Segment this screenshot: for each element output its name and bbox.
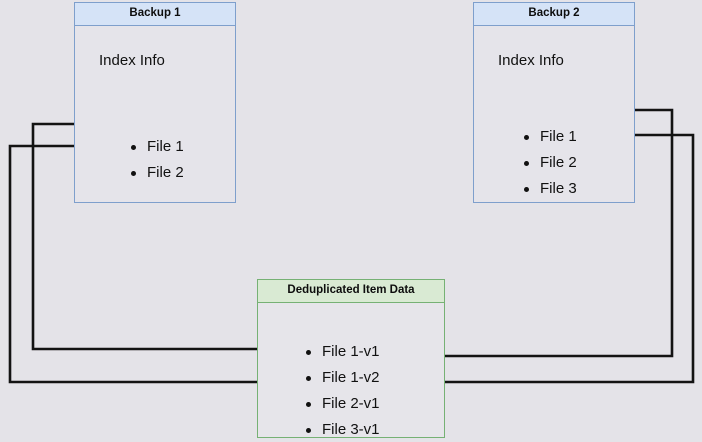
node-backup-1-body: Index Info File 1 File 2 [75, 26, 235, 202]
backup-2-index-info-label: Index Info [498, 52, 564, 69]
node-deduplicated-item-data-title: Deduplicated Item Data [258, 280, 444, 303]
node-deduplicated-item-data[interactable]: Deduplicated Item Data File 1-v1 File 1-… [257, 279, 445, 438]
node-deduplicated-item-data-body: File 1-v1 File 1-v2 File 2-v1 File 3-v1 [258, 303, 444, 438]
list-item[interactable]: File 3 [522, 176, 577, 202]
backup-1-index-info-label: Index Info [99, 52, 165, 69]
list-item[interactable]: File 1-v2 [304, 365, 380, 391]
list-item[interactable]: File 1-v1 [304, 339, 380, 365]
list-item[interactable]: File 2 [129, 160, 184, 186]
node-backup-2-title: Backup 2 [474, 3, 634, 26]
list-item[interactable]: File 2-v1 [304, 391, 380, 417]
node-backup-2[interactable]: Backup 2 Index Info File 1 File 2 File 3 [473, 2, 635, 203]
node-backup-1-title: Backup 1 [75, 3, 235, 26]
backup-2-file-list: File 1 File 2 File 3 [522, 124, 577, 202]
list-item[interactable]: File 1 [129, 134, 184, 160]
node-backup-2-body: Index Info File 1 File 2 File 3 [474, 26, 634, 202]
list-item[interactable]: File 2 [522, 150, 577, 176]
deduplicated-file-list: File 1-v1 File 1-v2 File 2-v1 File 3-v1 [304, 339, 380, 442]
list-item[interactable]: File 1 [522, 124, 577, 150]
node-backup-1[interactable]: Backup 1 Index Info File 1 File 2 [74, 2, 236, 203]
list-item[interactable]: File 3-v1 [304, 417, 380, 442]
backup-1-file-list: File 1 File 2 [129, 134, 184, 186]
